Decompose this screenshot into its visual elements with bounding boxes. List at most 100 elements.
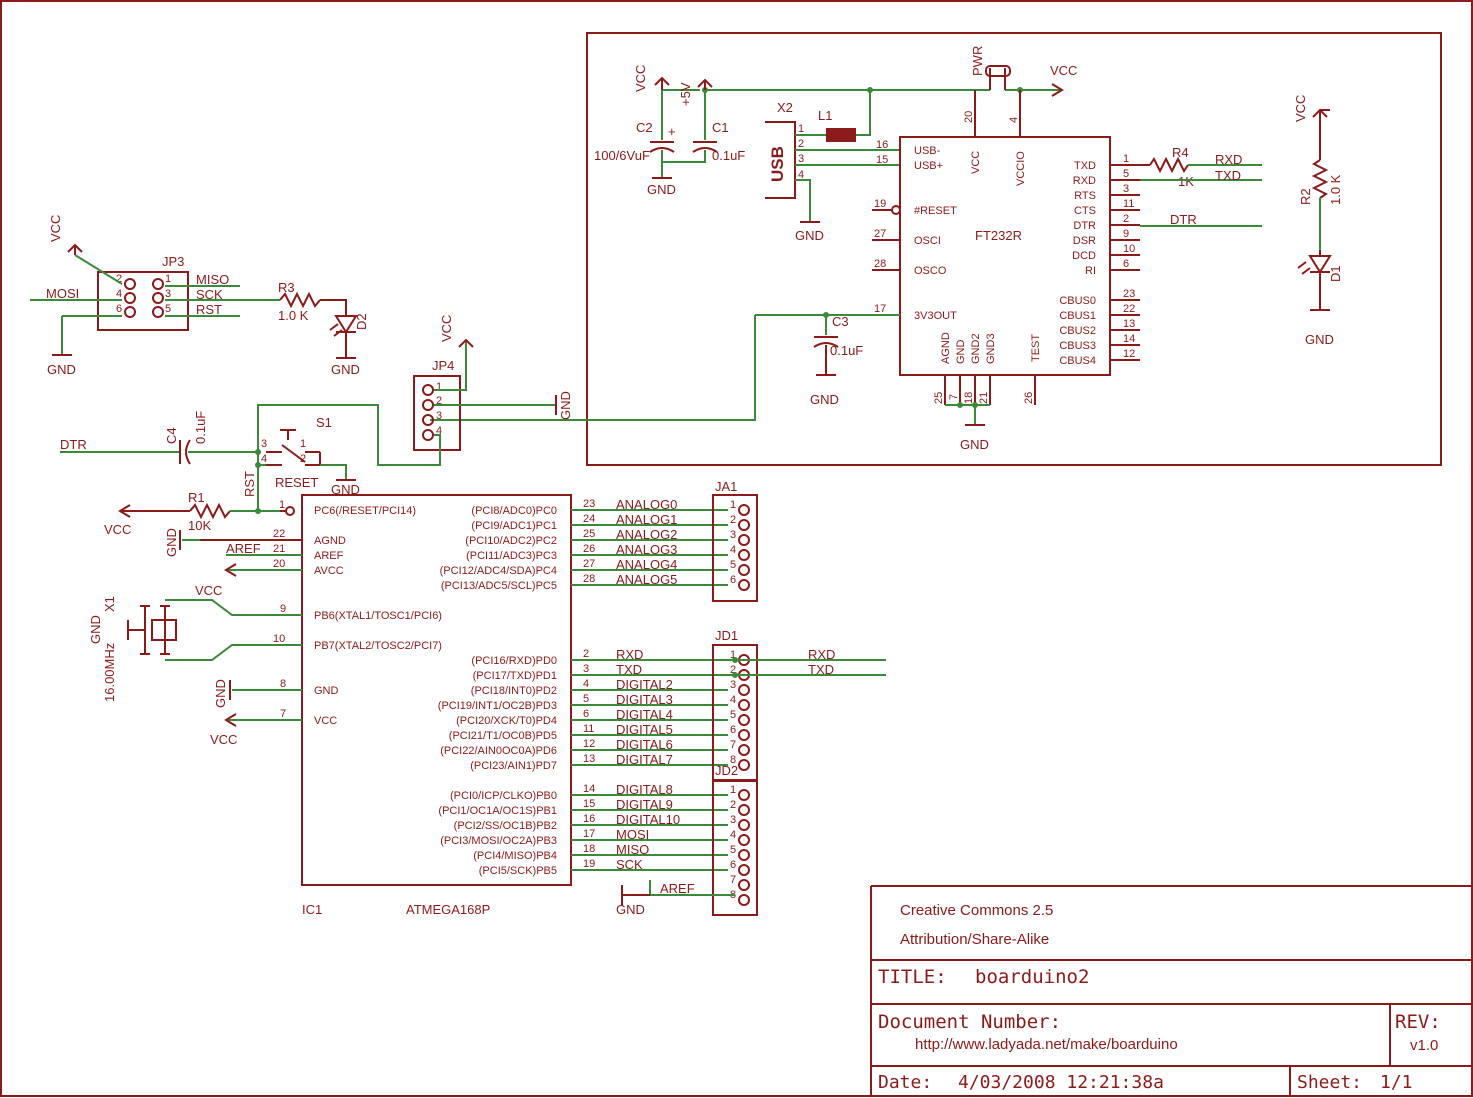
jd2-label: JD2 bbox=[715, 763, 738, 778]
ft-pin-num-25: 25 bbox=[933, 392, 945, 404]
jd1-pin-6: 6 bbox=[730, 724, 736, 736]
mcu-pin-name-r6: (PCI16/RXD)PD0 bbox=[471, 655, 557, 667]
jd2-pin-1: 1 bbox=[730, 784, 736, 796]
r3-label: R3 bbox=[278, 280, 295, 295]
mcu-pin-name-r2: (PCI10/ADC2)PC2 bbox=[465, 535, 557, 547]
jd2-pin-7: 7 bbox=[730, 874, 736, 886]
activity-led: R3 1.0 K D2 GND bbox=[278, 280, 369, 377]
ft-pin-gnd: GND bbox=[955, 340, 967, 365]
mcu-pin-num-8: 8 bbox=[280, 678, 286, 690]
mcu-pin-num-r11: 11 bbox=[583, 723, 594, 735]
s1-pin-2: 2 bbox=[300, 453, 306, 465]
ft-pin-usbm: USB- bbox=[914, 145, 941, 157]
r1-label: R1 bbox=[188, 490, 205, 505]
ja1-pin-4: 4 bbox=[730, 544, 736, 556]
mcu-net-r18: MISO bbox=[616, 842, 649, 857]
mcu-pin-name-r3: (PCI11/ADC3)PC3 bbox=[466, 550, 557, 562]
mcu-pin-name-r13: (PCI23/AIN1)PD7 bbox=[470, 760, 557, 772]
ft-pin-num-15: 15 bbox=[876, 154, 888, 166]
jp3-pin-5: 5 bbox=[165, 303, 171, 315]
mcu-pin-num-r10: 6 bbox=[583, 708, 589, 720]
jd1-pin-4: 4 bbox=[730, 694, 736, 706]
ft-pin-num-17: 17 bbox=[874, 303, 886, 315]
ft232r-label: FT232R bbox=[975, 228, 1022, 243]
ft-pin-num-26: 26 bbox=[1023, 392, 1035, 404]
mcu-pin-gnd: GND bbox=[314, 685, 339, 697]
ft-pin-num-r4: 2 bbox=[1123, 213, 1129, 225]
ft-pin-num-r1: 5 bbox=[1123, 168, 1129, 180]
ft-pin-reset: #RESET bbox=[914, 205, 957, 217]
license-line-1: Creative Commons 2.5 bbox=[900, 902, 1053, 919]
ft-pin-name-r0: TXD bbox=[1074, 160, 1096, 172]
docnum-value: http://www.ladyada.net/make/boarduino bbox=[915, 1036, 1178, 1053]
mcu-pin-num-7: 7 bbox=[280, 708, 286, 720]
atmega-chip: IC1 ATMEGA168P 1 PC6(/RESET/PCI14) GND 2… bbox=[164, 494, 735, 917]
mcu-net-r9: DIGITAL3 bbox=[616, 692, 673, 707]
usb-section: VCC +5V + C2 100/6VuF GND C1 0.1uF X2 US… bbox=[594, 46, 1077, 243]
jd1-label: JD1 bbox=[715, 628, 738, 643]
c3-value: 0.1uF bbox=[830, 343, 863, 358]
title-label: TITLE: bbox=[878, 966, 947, 988]
s1-gnd-label: GND bbox=[331, 482, 360, 497]
ft-pin-name-r1: RXD bbox=[1073, 175, 1096, 187]
c3-capacitor: C3 0.1uF GND bbox=[430, 312, 863, 421]
ft-pin-test: TEST bbox=[1030, 334, 1042, 362]
mcu-net-r11: DIGITAL5 bbox=[616, 722, 673, 737]
mcu-net-r4: ANALOG4 bbox=[616, 557, 677, 572]
mcu-pin-num-1: 1 bbox=[279, 499, 285, 511]
ft-pin-num-r5: 9 bbox=[1123, 228, 1129, 240]
ft-pin-name-r6: DCD bbox=[1072, 250, 1096, 262]
mcu-pin-num-r9: 5 bbox=[583, 693, 589, 705]
jd1-pin-5: 5 bbox=[730, 709, 736, 721]
ft-pin-num-18: 18 bbox=[963, 392, 975, 404]
ft-gnd-label: GND bbox=[960, 437, 989, 452]
mcu-pin-vcc: VCC bbox=[314, 715, 337, 727]
mcu-pin-num-r18: 18 bbox=[583, 843, 595, 855]
s1-pin-3: 3 bbox=[261, 438, 267, 450]
mcu-pin-num-r17: 17 bbox=[583, 828, 595, 840]
mcu-net-r12: DIGITAL6 bbox=[616, 737, 673, 752]
mcu-pin-num-r8: 4 bbox=[583, 678, 589, 690]
l1-label: L1 bbox=[818, 108, 832, 123]
jp4-pin-1: 1 bbox=[436, 381, 442, 393]
mcu-pin-num-21: 21 bbox=[273, 543, 285, 555]
ft-pin-name-r11: CBUS3 bbox=[1059, 340, 1096, 352]
jp3-pin-2: 2 bbox=[116, 273, 122, 285]
ft-pin-name-r7: RI bbox=[1085, 265, 1096, 277]
jp3-mosi-net: MOSI bbox=[46, 286, 79, 301]
r4-label: R4 bbox=[1172, 145, 1189, 160]
jd1-rxd-net: RXD bbox=[808, 647, 835, 662]
jp4-gnd-label: GND bbox=[558, 391, 573, 420]
ft-pin-name-r5: DSR bbox=[1073, 235, 1096, 247]
ft-pin-num-r10: 13 bbox=[1123, 318, 1135, 330]
ja1-pin-2: 2 bbox=[730, 514, 736, 526]
jp3-sck-net: SCK bbox=[196, 287, 223, 302]
c1-label: C1 bbox=[712, 120, 729, 135]
mcu-pin-num-r15: 15 bbox=[583, 798, 595, 810]
pwr-vcc-label: VCC bbox=[1050, 63, 1077, 78]
agnd-gnd-label: GND bbox=[164, 528, 179, 557]
c1-value: 0.1uF bbox=[712, 148, 745, 163]
c4-dtr-net: DTR bbox=[60, 437, 87, 452]
mcu-gnd-label: GND bbox=[213, 679, 228, 708]
ft-pin-num-4: 4 bbox=[1008, 117, 1020, 123]
mcu-pin-name-r17: (PCI3/MOSI/OC2A)PB3 bbox=[440, 835, 557, 847]
mcu-pin-num-r6: 2 bbox=[583, 648, 589, 660]
ft-pin-num-7: 7 bbox=[948, 394, 960, 400]
mcu-pin-aref: AREF bbox=[314, 550, 344, 562]
mcu-pin-name-r15: (PCI1/OC1A/OC1S)PB1 bbox=[438, 805, 557, 817]
mcu-net-r6: RXD bbox=[616, 647, 643, 662]
ft-pin-name-r2: RTS bbox=[1074, 190, 1096, 202]
c4-label: C4 bbox=[164, 427, 179, 444]
mcu-pin-name-r12: (PCI22/AIN0OC0A)PD6 bbox=[440, 745, 557, 757]
mcu-net-r13: DIGITAL7 bbox=[616, 752, 673, 767]
ft-dtr-net: DTR bbox=[1170, 212, 1197, 227]
ft-pin-num-19: 19 bbox=[874, 198, 886, 210]
ft-pin-num-r12: 12 bbox=[1123, 348, 1135, 360]
jp3-miso-net: MISO bbox=[196, 272, 229, 287]
ft-pin-num-20: 20 bbox=[963, 111, 975, 123]
c2-gnd-label: GND bbox=[647, 182, 676, 197]
